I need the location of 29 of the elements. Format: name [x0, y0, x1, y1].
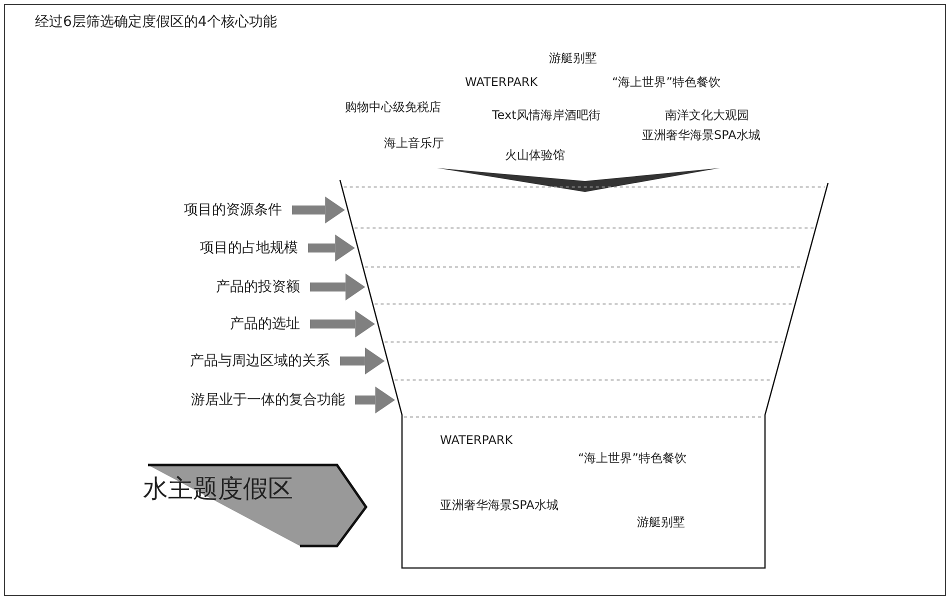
arrow [292, 196, 345, 224]
function-label: 游艇别墅 [549, 50, 597, 66]
function-label: WATERPARK [440, 432, 513, 448]
function-label: WATERPARK [465, 74, 538, 90]
criterion-label: 产品与周边区域的关系 [190, 352, 330, 370]
function-label: “海上世界”特色餐饮 [612, 74, 720, 90]
pentagon-arrow [143, 462, 369, 550]
pentagon-label: 水主题度假区 [143, 474, 293, 504]
criterion-label: 产品的选址 [230, 315, 300, 333]
function-label: 亚洲奢华海景SPA水城 [440, 497, 558, 513]
arrow [308, 234, 355, 262]
criterion-label: 项目的占地规模 [200, 239, 298, 257]
function-label: 游艇别墅 [637, 514, 685, 530]
function-label: 购物中心级免税店 [345, 99, 441, 115]
arrow [340, 348, 385, 374]
function-label: 南洋文化大观园 [665, 107, 749, 123]
arrow [310, 310, 375, 338]
chevron-arrow [437, 168, 720, 192]
function-label: “海上世界”特色餐饮 [578, 450, 686, 466]
arrow [355, 386, 396, 414]
function-label: 火山体验馆 [505, 147, 565, 163]
function-label: Text风情海岸酒吧街 [492, 107, 600, 123]
criterion-label: 产品的投资额 [216, 278, 300, 296]
function-label: 亚洲奢华海景SPA水城 [642, 127, 760, 143]
criterion-label: 项目的资源条件 [184, 201, 282, 219]
arrow [310, 274, 366, 300]
criterion-label: 游居业于一体的复合功能 [191, 391, 345, 409]
function-label: 海上音乐厅 [384, 135, 444, 151]
title: 经过6层筛选确定度假区的4个核心功能 [35, 14, 277, 30]
